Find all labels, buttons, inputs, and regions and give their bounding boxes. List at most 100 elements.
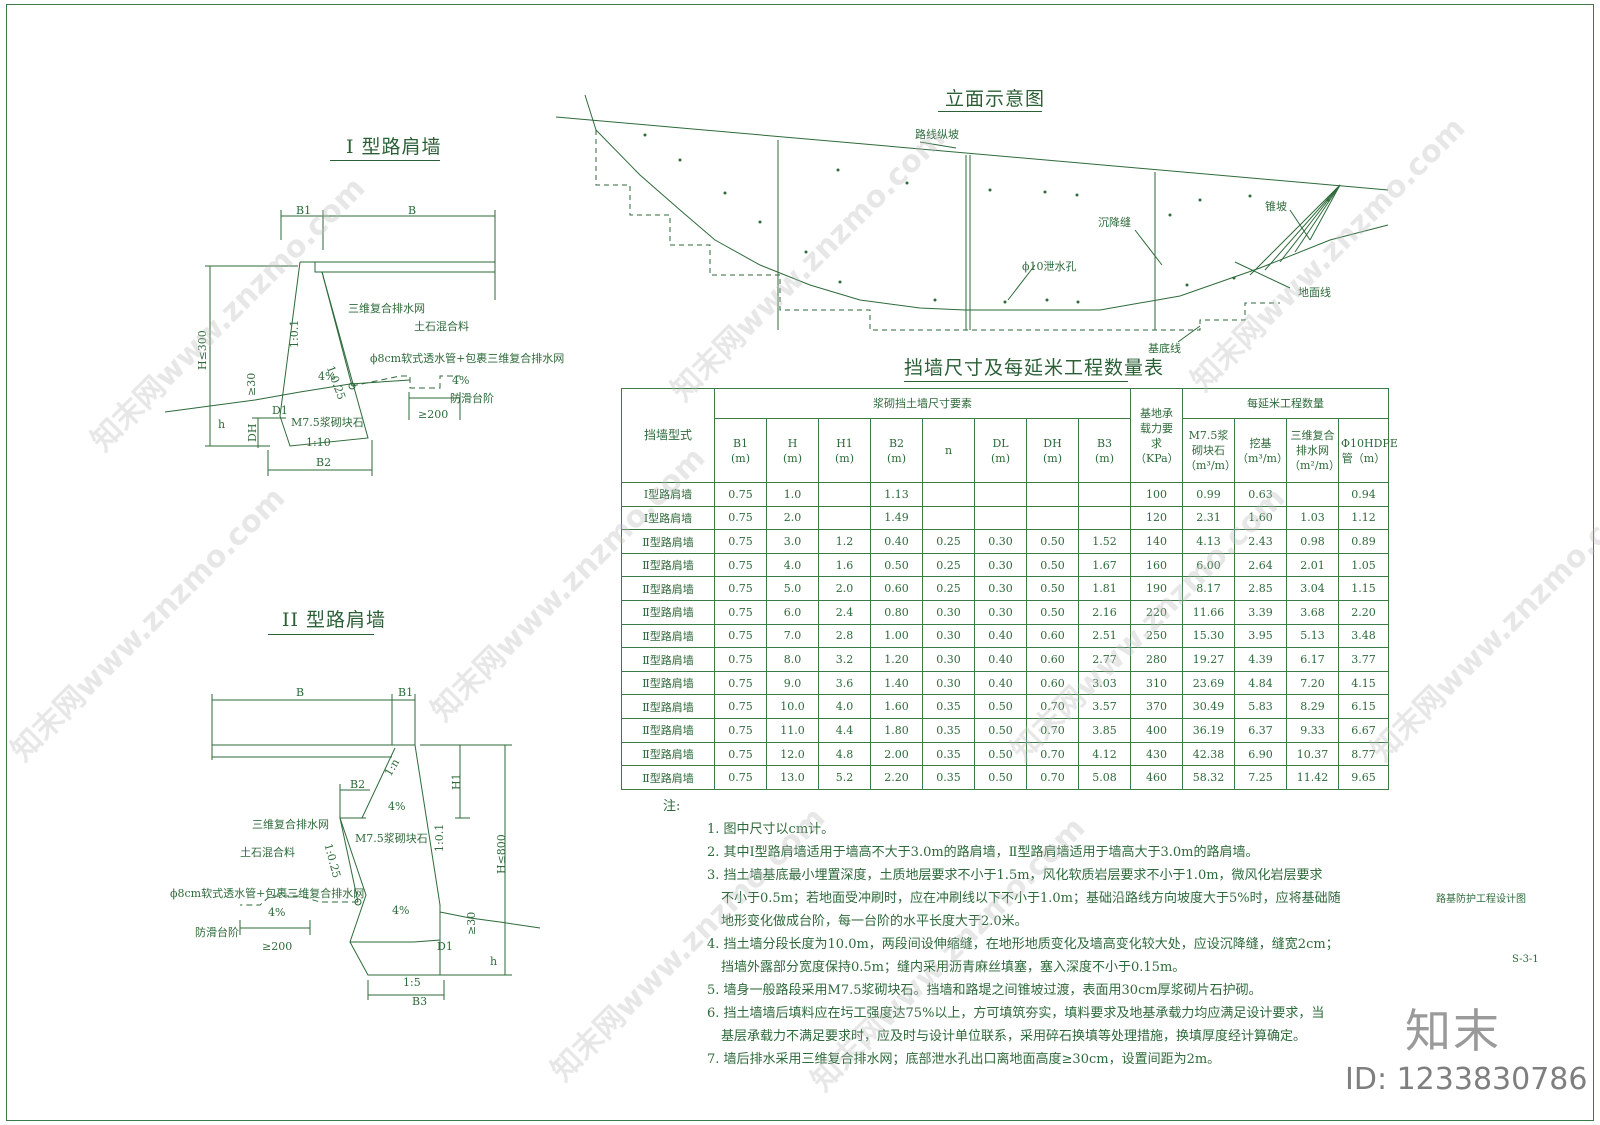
table-cell: 30.49 [1182, 694, 1235, 720]
wall-type-cell: Ⅱ型路肩墙 [621, 576, 715, 602]
table-cell: 2.8 [818, 623, 871, 649]
table-cell: 4.4 [818, 718, 871, 743]
table-cell: 3.6 [818, 670, 871, 696]
table-cell: 1.20 [870, 647, 923, 672]
table-cell: 0.50 [1026, 529, 1079, 554]
table-cell: 0.50 [1026, 600, 1079, 625]
wall-type-cell: Ⅱ型路肩墙 [621, 600, 715, 625]
table-cell: 0.75 [714, 529, 767, 554]
table-cell: 0.35 [922, 741, 975, 767]
table-cell: 6.0 [766, 600, 819, 625]
table-cell: 0.50 [974, 718, 1027, 743]
table-cell: 15.30 [1182, 623, 1235, 649]
table-cell: 0.50 [974, 694, 1027, 720]
t1-pipe-label: ϕ8cm软式透水管+包裹三维复合排水网 [370, 352, 565, 365]
table-cell: 6.67 [1338, 718, 1389, 743]
table-cell: 0.75 [714, 670, 767, 696]
table-cell: 2.43 [1234, 529, 1287, 554]
table-cell: 2.64 [1234, 552, 1287, 578]
note-3c: 地形变化做成台阶，每一台阶的水平长度大于2.0米。 [721, 914, 1028, 929]
t2-b-label: B [296, 686, 305, 699]
t2-pct4b-label: 4% [392, 904, 410, 917]
table-cell: 0.75 [714, 482, 767, 507]
table-cell: 1.60 [870, 694, 923, 720]
table-cell: 6.17 [1286, 647, 1339, 672]
table-cell: 4.15 [1338, 670, 1389, 696]
table-cell [974, 505, 1027, 531]
elev-weephole-label: ϕ10泄水孔 [1022, 260, 1077, 273]
t2-pipe-label: ϕ8cm软式透水管+包裹三维复合排水网 [170, 887, 365, 900]
table-cell: 8.17 [1182, 576, 1235, 602]
t2-base-slope-label: 1:5 [403, 976, 421, 989]
table-cell: 370 [1130, 694, 1183, 720]
note-3a: 3. 挡土墙基底最小埋置深度，土质地层要求不小于1.5m，风化软质岩层要求不小于… [707, 868, 1323, 883]
t2-pct4a-label: 4% [388, 800, 406, 813]
table-cell: 400 [1130, 718, 1183, 743]
table-cell [974, 482, 1027, 507]
type2-wall-drawing [211, 694, 541, 1000]
table-cell: 42.38 [1182, 741, 1235, 767]
table-cell: 3.68 [1286, 600, 1339, 625]
note-6b: 基层承载力不满足要求时，应及时与设计单位联系，采用碎石换填等处理措施，换填厚度经… [721, 1029, 1307, 1044]
table-cell: 1.12 [1338, 505, 1389, 531]
table-cell: 0.30 [922, 647, 975, 672]
drawing-name: 路基防护工程设计图 [1436, 894, 1526, 905]
table-cell: 2.00 [870, 741, 923, 767]
table-cell: 10.0 [766, 694, 819, 720]
table-cell: 0.40 [870, 529, 923, 554]
table-cell: 0.25 [922, 529, 975, 554]
table-cell [1026, 505, 1079, 531]
t2-slope-top-label: 1:0.1 [433, 823, 446, 852]
t1-b1-label: B1 [296, 204, 312, 217]
table-cell: 0.30 [922, 670, 975, 696]
note-1: 1. 图中尺寸以cm计。 [707, 822, 835, 837]
table-cell: 0.40 [974, 623, 1027, 649]
table-cell: 0.75 [714, 647, 767, 672]
table-cell: 310 [1130, 670, 1183, 696]
table-cell [922, 505, 975, 531]
th-dim-col: n [922, 418, 975, 483]
table-cell: 2.85 [1234, 576, 1287, 602]
table-cell: 2.77 [1078, 647, 1131, 672]
th-dim-col: H1(m) [818, 418, 871, 483]
table-cell: 36.19 [1182, 718, 1235, 743]
t2-ge200-label: ≥200 [262, 940, 293, 953]
table-cell: 2.0 [818, 576, 871, 602]
elev-base-label: 基底线 [1148, 342, 1181, 355]
table-cell [818, 505, 871, 531]
table-cell: 0.89 [1338, 529, 1389, 554]
table-cell: 1.0 [766, 482, 819, 507]
table-cell: 1.49 [870, 505, 923, 531]
elev-ground-label: 地面线 [1298, 286, 1331, 299]
wall-type-cell: Ⅱ型路肩墙 [621, 670, 715, 696]
table-cell: 0.50 [974, 765, 1027, 790]
table-cell: 190 [1130, 576, 1183, 602]
note-5: 5. 墙身一般路段采用M7.5浆砌块石。挡墙和路堤之间锥坡过渡，表面用30cm厚… [707, 983, 1262, 998]
note-3b: 不小于0.5m；若地面受冲刷时，应在冲刷线以下不小于1.0m；基础沿路线方向坡度… [721, 891, 1341, 906]
table-cell: 1.2 [818, 529, 871, 554]
table-cell: 5.13 [1286, 623, 1339, 649]
table-cell: 0.25 [922, 576, 975, 602]
table-cell: 140 [1130, 529, 1183, 554]
table-cell: 3.85 [1078, 718, 1131, 743]
type2-title: II 型路肩墙 [282, 609, 387, 631]
t2-b3-label: B3 [412, 995, 428, 1008]
table-cell: 1.13 [870, 482, 923, 507]
table-cell: 2.20 [870, 765, 923, 790]
table-cell: 0.75 [714, 694, 767, 720]
table-title: 挡墙尺寸及每延米工程数量表 [904, 357, 1165, 379]
wall-type-cell: Ⅱ型路肩墙 [621, 765, 715, 790]
table-cell: 0.25 [922, 552, 975, 578]
th-dims: 浆砌挡土墙尺寸要素 [714, 388, 1131, 419]
table-cell: 0.80 [870, 600, 923, 625]
elevation-title: 立面示意图 [945, 88, 1046, 110]
t2-b2-label: B2 [350, 778, 366, 791]
wall-type-cell: Ⅱ型路肩墙 [621, 741, 715, 767]
